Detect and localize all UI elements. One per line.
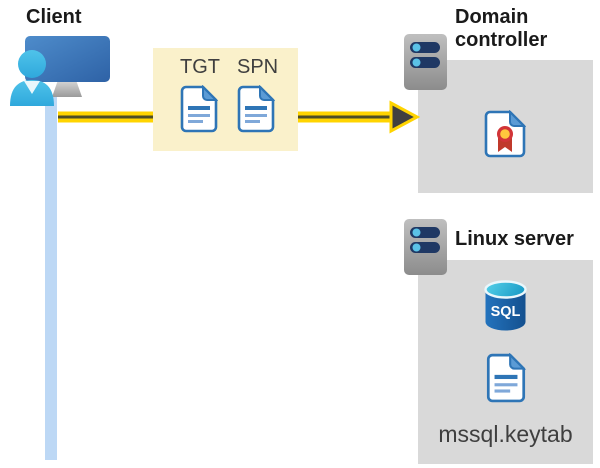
client-label: Client — [26, 6, 82, 28]
monitor-stand — [52, 80, 82, 97]
sql-cylinder-top — [484, 280, 527, 299]
linux-server-icon — [404, 219, 447, 275]
sql-label: SQL — [491, 304, 521, 320]
client-user-monitor-icon — [10, 36, 110, 106]
sql-database-icon: SQL — [484, 280, 527, 331]
tgt-document-icon — [180, 85, 218, 133]
spn-document-icon — [237, 85, 275, 133]
domain-controller-server-icon — [404, 34, 447, 90]
linux-server-label: Linux server — [455, 228, 574, 250]
sql-cylinder-body — [485, 289, 526, 331]
certificate-seal-center — [500, 129, 510, 139]
certificate-ribbon — [498, 138, 512, 152]
monitor-screen — [25, 36, 110, 82]
domain-controller-label: Domain controller — [455, 6, 548, 51]
keytab-document-icon — [486, 353, 526, 403]
certificate-icon — [484, 110, 526, 158]
ticket-box: TGT SPN — [153, 48, 298, 151]
spn-label: SPN — [237, 56, 279, 78]
keytab-label: mssql.keytab — [438, 421, 573, 447]
tgt-label: TGT — [180, 56, 220, 78]
arrow-head — [389, 100, 420, 134]
client-timeline-line — [45, 95, 57, 460]
person-collar — [24, 81, 40, 94]
person-head — [18, 50, 46, 78]
